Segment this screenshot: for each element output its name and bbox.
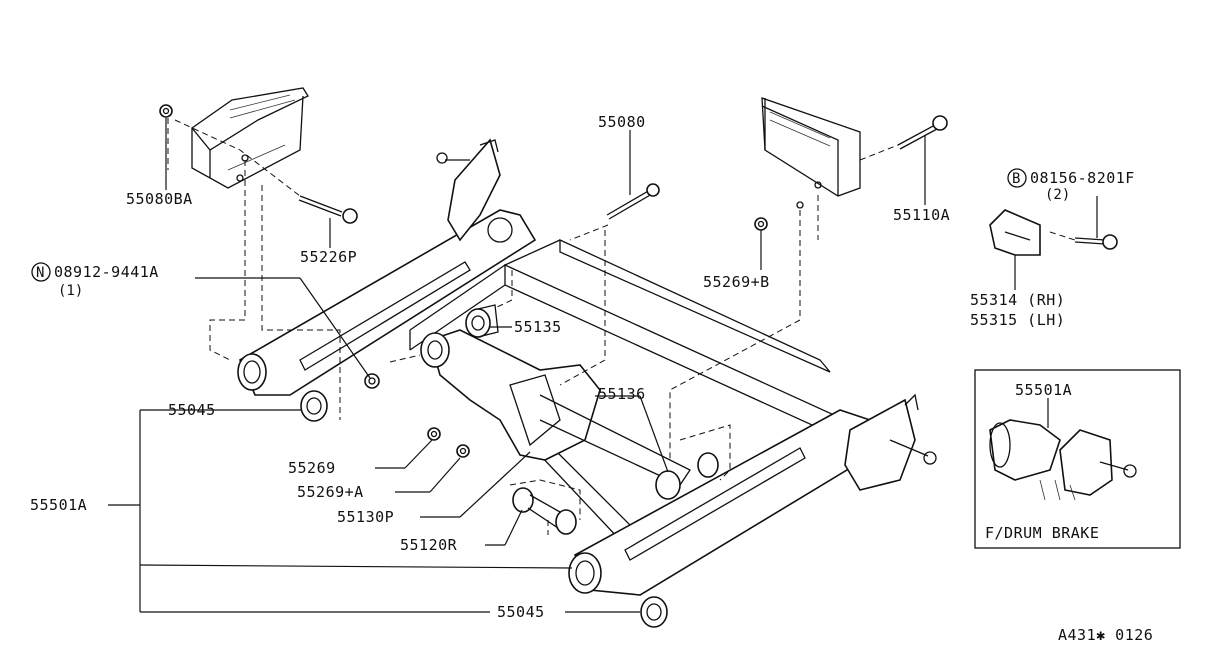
bracket-55314-55315 (989, 209, 1041, 290)
leader-lines (108, 118, 1098, 613)
label-55135: 55135 (514, 318, 562, 336)
lateral-link-55120R (512, 487, 577, 535)
label-55080BA: 55080BA (126, 190, 193, 208)
inset-caption: F/DRUM BRAKE (985, 524, 1099, 542)
bushing-55135 (465, 304, 499, 338)
bolt-08156 (1074, 234, 1118, 250)
bushing-55045-upper (300, 390, 328, 422)
right-body-member (761, 97, 861, 209)
nut-55269B (754, 217, 768, 231)
label-55136: 55136 (598, 385, 646, 403)
label-55314-rh: 55314 (RH) (970, 291, 1065, 309)
nut-08912 (364, 373, 380, 389)
label-55045-top: 55045 (168, 401, 216, 419)
right-trailing-arm (568, 409, 881, 596)
label-08156-qty: (2) (1045, 187, 1070, 203)
figure-code: A431✱ 0126 (1058, 626, 1153, 644)
bushing-55045-lower (640, 596, 668, 628)
label-55269: 55269 (288, 459, 336, 477)
label-08912-prefix: N (36, 265, 44, 281)
label-08156-prefix: B (1012, 171, 1020, 187)
nut-55269A (456, 444, 470, 458)
label-55226P: 55226P (300, 248, 357, 266)
label-55269B: 55269+B (703, 273, 770, 291)
label-55130P: 55130P (337, 508, 394, 526)
inset-frame (974, 369, 1181, 549)
label-55080: 55080 (598, 113, 646, 131)
label-55501A-inset: 55501A (1015, 381, 1072, 399)
label-55045-bottom: 55045 (497, 603, 545, 621)
label-08912-9441A: 08912-9441A (54, 263, 159, 281)
left-spindle-assembly (436, 138, 501, 242)
nut-55080BA (159, 104, 173, 118)
prefix-circle-n (31, 262, 51, 282)
drum-brake-inset (974, 369, 1181, 549)
label-55501A: 55501A (30, 496, 87, 514)
left-trailing-arm (237, 209, 537, 396)
nut-55269 (427, 427, 441, 441)
prefix-circle-b (1007, 168, 1027, 188)
bolt-55226P (298, 195, 358, 224)
label-08156-8201F: 08156-8201F (1030, 169, 1135, 187)
label-55315-lh: 55315 (LH) (970, 311, 1065, 329)
bolt-55080 (606, 183, 660, 220)
label-08912-qty: (1) (58, 283, 83, 299)
bolt-55110A (897, 115, 948, 150)
right-spindle-assembly (844, 393, 937, 491)
label-55120R: 55120R (400, 536, 458, 554)
left-body-member (191, 87, 309, 189)
bushing-55136 (655, 452, 719, 500)
label-55269A: 55269+A (297, 483, 364, 501)
differential-mount-member (420, 329, 691, 486)
assembly-guide-lines (167, 118, 1076, 535)
label-55110A: 55110A (893, 206, 950, 224)
